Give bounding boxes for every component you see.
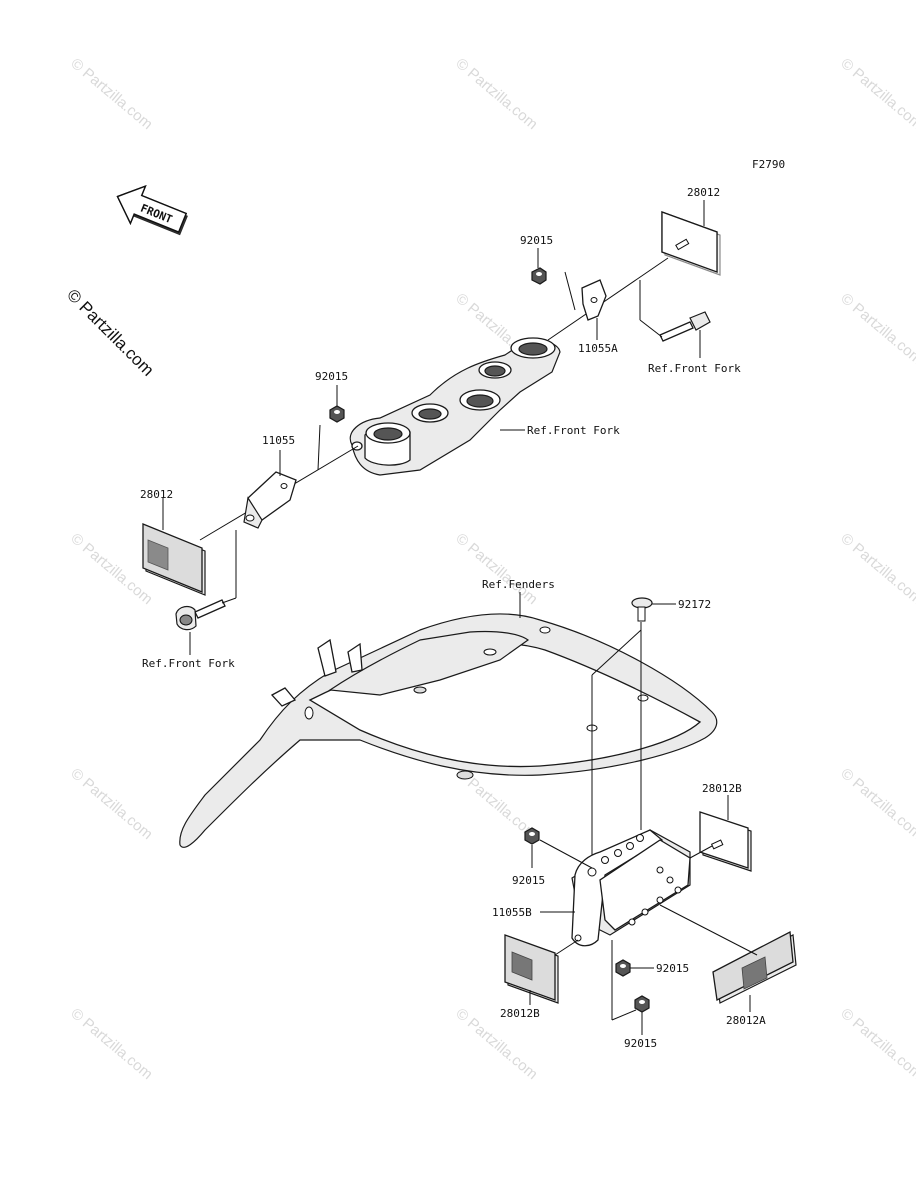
callout-ref-fork-left: Ref.Front Fork	[142, 657, 235, 670]
reflector-rear-left	[504, 934, 559, 1004]
callout-92015-rear-mid: 92015	[656, 962, 689, 975]
copyright-text: © Partzilla.com	[63, 285, 157, 379]
callout-ref-fork-center: Ref.Front Fork	[527, 424, 620, 437]
callout-28012b-right: 28012B	[702, 782, 742, 795]
leader-rear-upper-axis	[539, 839, 593, 869]
stud-icon	[675, 238, 690, 251]
watermark-5: © Partzilla.com	[837, 290, 916, 368]
front-fender	[179, 613, 718, 848]
bracket-11055	[243, 471, 297, 529]
nut-rear-lower	[634, 995, 650, 1013]
leader-92172-diag	[591, 629, 642, 676]
leader-rear-mid-axis-2	[611, 1009, 637, 1021]
callout-11055b: 11055B	[492, 906, 532, 919]
bracket-11055b	[571, 829, 691, 947]
watermark-12: © Partzilla.com	[67, 1005, 155, 1083]
leader-28012a-axis	[659, 904, 758, 956]
triple-clamp	[349, 337, 561, 476]
reflector-rear-bottom	[712, 930, 797, 1004]
leader-bolt-left-2	[221, 597, 237, 604]
bracket-11055a	[581, 279, 607, 321]
leader-nut-left-axis	[317, 424, 321, 471]
watermark-14: © Partzilla.com	[837, 1005, 916, 1083]
leader-nut-top-axis	[564, 271, 576, 311]
reflector-left	[142, 523, 206, 596]
callout-28012b-left: 28012B	[500, 1007, 540, 1020]
front-arrow-icon: FRONT	[116, 185, 188, 236]
leader-bolt-top-2	[639, 319, 663, 338]
callout-92015-rear-upper: 92015	[512, 874, 545, 887]
nut-left	[329, 405, 345, 423]
watermark-2: © Partzilla.com	[452, 55, 540, 133]
callout-11055a: 11055A	[578, 342, 618, 355]
watermark-1: © Partzilla.com	[67, 55, 155, 133]
callout-28012-top: 28012	[687, 186, 720, 199]
callout-ref-fork-top: Ref.Front Fork	[648, 362, 741, 375]
nut-rear-upper	[524, 827, 540, 845]
callout-92015-top: 92015	[520, 234, 553, 247]
callout-28012-left: 28012	[140, 488, 173, 501]
leader-axis-right	[547, 257, 669, 341]
watermark-9: © Partzilla.com	[67, 765, 155, 843]
leader-28012b-left-axis	[554, 939, 579, 956]
callout-92015-rear-lower: 92015	[624, 1037, 657, 1050]
callout-11055: 11055	[262, 434, 295, 447]
reflector-rear-right	[699, 811, 752, 872]
leader-28012b-right-axis	[689, 845, 713, 859]
bolt-92172	[631, 597, 653, 622]
watermark-7: © Partzilla.com	[452, 530, 540, 608]
watermark-11: © Partzilla.com	[837, 765, 916, 843]
reflector-top-right	[661, 211, 721, 276]
nut-rear-mid	[615, 959, 631, 977]
callout-92015-left: 92015	[315, 370, 348, 383]
fender-hole-1	[637, 694, 649, 702]
callout-ref-fenders: Ref.Fenders	[482, 578, 555, 591]
callout-28012a: 28012A	[726, 1014, 766, 1027]
nut-top-right	[531, 267, 547, 285]
bolt-top-right	[659, 311, 711, 342]
watermark-3: © Partzilla.com	[837, 55, 916, 133]
bolt-left	[175, 599, 226, 631]
watermark-8: © Partzilla.com	[837, 530, 916, 608]
figure-code: F2790	[752, 158, 785, 171]
callout-92172: 92172	[678, 598, 711, 611]
